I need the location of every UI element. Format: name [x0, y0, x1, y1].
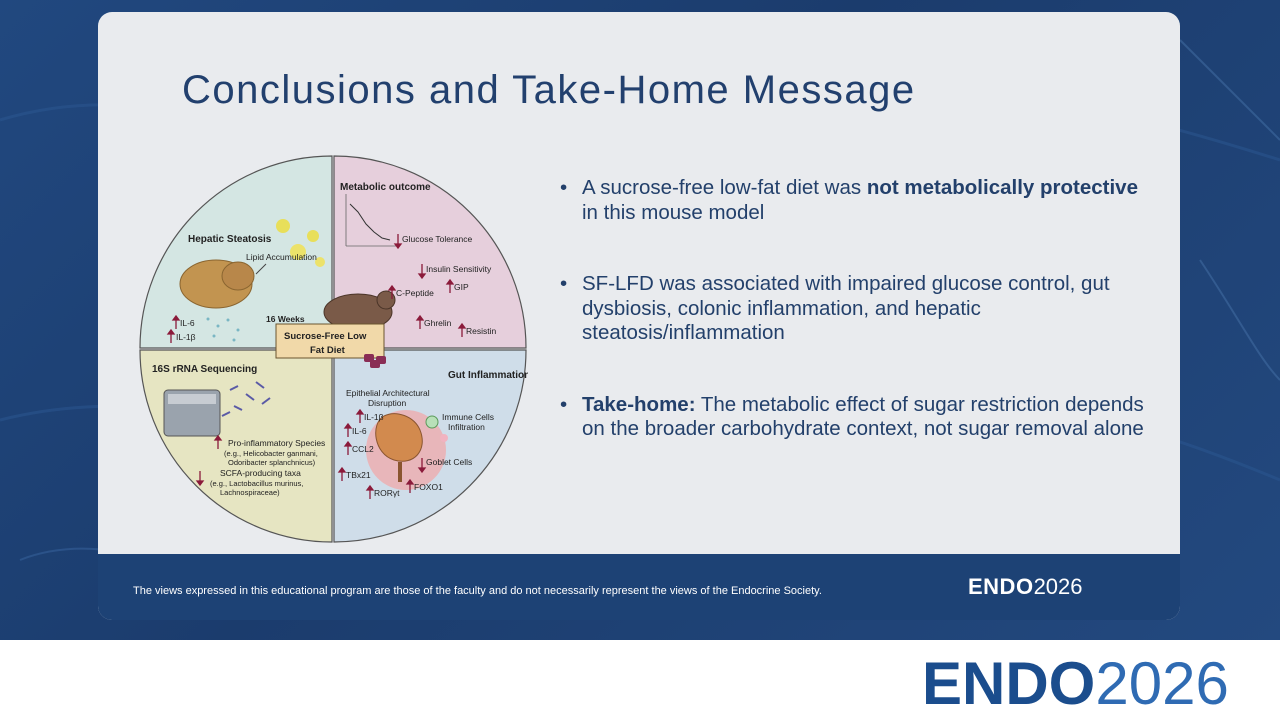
- bottom-band: [0, 640, 1280, 720]
- epithelial-line2: Disruption: [368, 398, 407, 408]
- diet-outcome-figure: Hepatic Steatosis Lipid Accumulation IL-…: [139, 155, 528, 543]
- pro-species-eg1: (e.g., Helicobacter ganmani,: [224, 449, 318, 458]
- scfa-eg2: Lachnospiraceae): [220, 488, 280, 497]
- hepatic-il6: IL-6: [180, 318, 195, 328]
- pro-species-eg2: Odoribacter splanchnicus): [228, 458, 316, 467]
- gut-il1b: IL-1β: [364, 412, 384, 422]
- ghrelin-label: Ghrelin: [424, 318, 452, 328]
- scfa-eg1: (e.g., Lactobacillus murinus,: [210, 479, 303, 488]
- slide-footer: [98, 554, 1180, 620]
- hepatic-title: Hepatic Steatosis: [188, 234, 272, 245]
- insulin-label: Insulin Sensitivity: [426, 264, 492, 274]
- bullet-list: A sucrose-free low-fat diet was not meta…: [560, 176, 1150, 489]
- foxo1-label: FOXO1: [414, 482, 443, 492]
- colon-illustration: [375, 413, 423, 462]
- immune-line1: Immune Cells: [442, 412, 494, 422]
- endo-logo-large: ENDO2026: [922, 650, 1229, 717]
- gut-ccl2: CCL2: [352, 444, 374, 454]
- hepatic-il1b: IL-1β: [176, 332, 196, 342]
- gut-title: Gut Inflammation: [448, 370, 528, 381]
- endo-logo-small: ENDO2026: [968, 574, 1083, 599]
- bullet-item: SF-LFD was associated with impaired gluc…: [560, 272, 1150, 346]
- gut-roryt: RORγt: [374, 488, 400, 498]
- immune-cell-icon: [425, 415, 439, 429]
- goblet-label: Goblet Cells: [426, 457, 472, 467]
- glucose-curve-thumbnail: [345, 194, 396, 247]
- lipid-droplet: [276, 219, 290, 233]
- gut-il6: IL-6: [352, 426, 367, 436]
- diet-label-line1: Sucrose-Free Low: [284, 331, 367, 342]
- pro-species-label: Pro-inflammatory Species: [228, 438, 325, 448]
- glucose-label: Glucose Tolerance: [402, 234, 473, 244]
- metabolic-title: Metabolic outcome: [340, 182, 431, 193]
- slide-card: Conclusions and Take-Home Message: [98, 12, 1180, 620]
- diet-label-line2: Fat Diet: [310, 345, 346, 356]
- gut-tbx21: TBx21: [346, 470, 371, 480]
- lipid-label: Lipid Accumulation: [246, 252, 317, 262]
- bullet-item: Take-home: The metabolic effect of sugar…: [560, 393, 1150, 442]
- weeks-label: 16 Weeks: [266, 314, 305, 324]
- cpeptide-label: C-Peptide: [396, 288, 434, 298]
- gip-label: GIP: [454, 282, 469, 292]
- epithelial-line1: Epithelial Architectural: [346, 388, 430, 398]
- diet-label-box: [275, 323, 385, 359]
- bullet-item: A sucrose-free low-fat diet was not meta…: [560, 176, 1150, 225]
- quadrant-hepatic: [139, 155, 333, 349]
- slide-title: Conclusions and Take-Home Message: [182, 68, 916, 112]
- immune-line2: Infiltration: [448, 422, 485, 432]
- scfa-label: SCFA-producing taxa: [220, 468, 301, 478]
- rrna-title: 16S rRNA Sequencing: [152, 364, 257, 375]
- disclaimer-text: The views expressed in this educational …: [133, 585, 822, 597]
- resistin-label: Resistin: [466, 326, 497, 336]
